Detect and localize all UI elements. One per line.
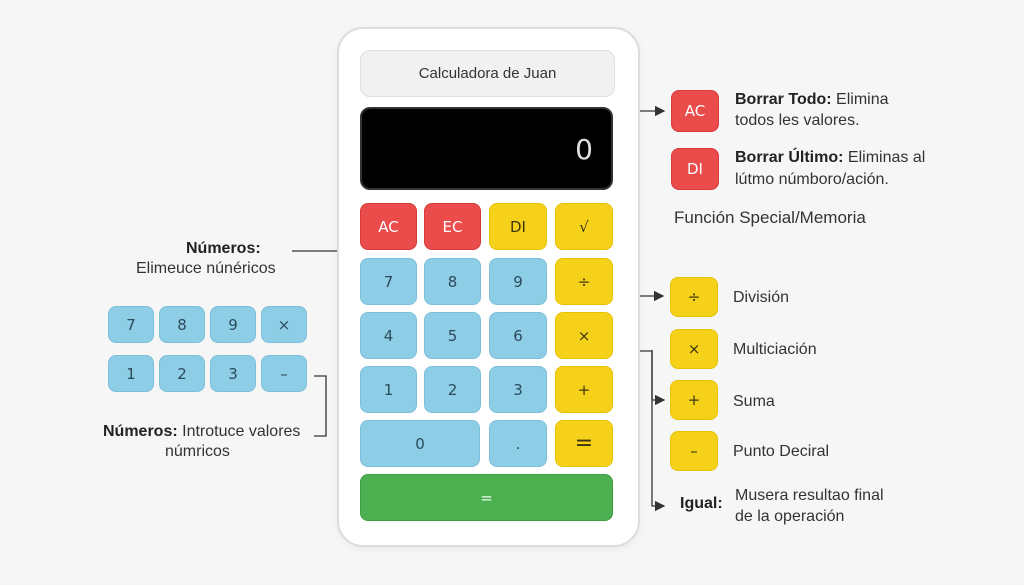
mini-key-times: × (261, 306, 307, 343)
clear-entry-button[interactable]: EC (424, 203, 481, 250)
legend-di-line1: Borrar Último: Eliminas al (735, 147, 925, 169)
legend-divide-label: División (733, 289, 790, 306)
mini-key-8: 8 (159, 306, 205, 343)
sqrt-button[interactable]: √ (555, 203, 613, 250)
plus-button[interactable]: + (555, 366, 613, 413)
divide-button[interactable]: ÷ (555, 258, 613, 305)
calculator-title: Calculadora de Juan (418, 65, 557, 82)
legend-divide-key: ÷ (670, 277, 718, 317)
display-value: 0 (575, 133, 593, 166)
legend-di-text1: Eliminas al (847, 149, 926, 166)
legend-multiply-key: × (670, 329, 718, 369)
mini-key-3: 3 (210, 355, 256, 392)
multiply-button[interactable]: × (555, 312, 613, 359)
legend-multiply-label: Multiciación (733, 341, 817, 358)
digit-3-button[interactable]: 3 (489, 366, 547, 413)
equals-small-button[interactable]: = (555, 420, 613, 467)
mini-key-9: 9 (210, 306, 256, 343)
mini-key-7: 7 (108, 306, 154, 343)
legend-plus-label: Suma (733, 393, 775, 410)
legend-ac-text1: Elimina (836, 91, 889, 108)
igual-text2: de la operación (735, 508, 845, 525)
mini-key-minus: – (261, 355, 307, 392)
legend-plus-key: + (670, 380, 718, 420)
delete-button[interactable]: DI (489, 203, 547, 250)
mini-key-1: 1 (108, 355, 154, 392)
digit-5-button[interactable]: 5 (424, 312, 481, 359)
numeros-bottom-line1: Números: Introtuce valores (103, 421, 300, 443)
calculator-title-bar: Calculadora de Juan (360, 50, 615, 97)
legend-ac-line1: Borrar Todo: Elimina (735, 89, 889, 111)
legend-ac-text2: todos les valores. (735, 112, 860, 129)
numeros-top-desc: Elimeuce núnéricos (136, 260, 276, 277)
digit-2-button[interactable]: 2 (424, 366, 481, 413)
numeros-bottom-title: Números: (103, 423, 178, 440)
legend-ac-key: AC (671, 90, 719, 132)
legend-di-title: Borrar Último: (735, 149, 844, 166)
legend-minus-label: Punto Deciral (733, 443, 830, 460)
decimal-button[interactable]: . (489, 420, 547, 467)
legend-di-key: DI (671, 148, 719, 190)
special-memory-label: Función Special/Memoria (674, 208, 866, 227)
digit-7-button[interactable]: 7 (360, 258, 417, 305)
mini-key-2: 2 (159, 355, 205, 392)
digit-6-button[interactable]: 6 (489, 312, 547, 359)
numeros-bottom-text2: númricos (165, 443, 230, 460)
digit-0-button[interactable]: 0 (360, 420, 480, 467)
digit-4-button[interactable]: 4 (360, 312, 417, 359)
igual-title: Igual: (680, 495, 723, 512)
calculator-display: 0 (360, 107, 613, 190)
legend-ac-title: Borrar Todo: (735, 91, 832, 108)
numeros-top-title: Números: (186, 240, 261, 257)
igual-text1: Musera resultao final (735, 487, 884, 504)
legend-di-text2: lútmo númboro/ación. (735, 171, 889, 188)
equals-button[interactable]: = (360, 474, 613, 521)
legend-minus-key: – (670, 431, 718, 471)
digit-1-button[interactable]: 1 (360, 366, 417, 413)
digit-9-button[interactable]: 9 (489, 258, 547, 305)
all-clear-button[interactable]: AC (360, 203, 417, 250)
numeros-bottom-text1: Introtuce valores (182, 423, 301, 440)
digit-8-button[interactable]: 8 (424, 258, 481, 305)
